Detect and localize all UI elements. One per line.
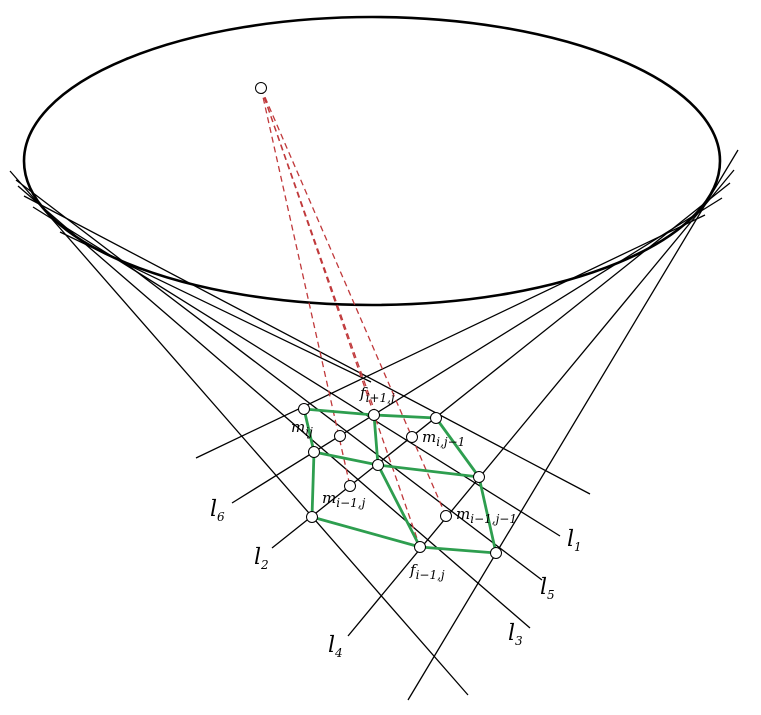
label-l3: l3 (508, 621, 523, 648)
face-node-m-ij (334, 430, 346, 442)
mesh-edge (310, 515, 422, 549)
label-f-bottom: fi−1,j (409, 561, 445, 582)
mesh-edges (302, 407, 498, 555)
tangent-line (23, 195, 591, 495)
label-l1: l1 (567, 527, 582, 554)
mesh-edge (477, 475, 498, 555)
vertex-node (308, 446, 320, 458)
cone-ellipse (22, 15, 722, 307)
mesh-edge (302, 407, 376, 417)
label-m-im1-jm1: mi−1,j−1 (456, 505, 517, 526)
ray (260, 87, 376, 413)
vertex-node (473, 471, 485, 483)
mesh-edge (376, 463, 422, 549)
ray (260, 87, 351, 487)
left-tangent-lines (9, 170, 591, 696)
mesh-edge (302, 407, 316, 454)
tangent-line (407, 149, 739, 701)
mesh-edge (434, 416, 481, 479)
face-node-m-im1-j (344, 480, 356, 492)
vertex-node-f-top (368, 409, 380, 421)
tangent-line (17, 185, 531, 629)
face-node-m-i-jm1 (406, 431, 418, 443)
vertex-node (372, 459, 384, 471)
label-l4: l4 (328, 633, 343, 660)
label-m-im1-j: mi−1,j (322, 489, 366, 510)
mesh-edge (312, 450, 380, 467)
label-l5: l5 (540, 575, 555, 602)
tangent-line (15, 179, 543, 581)
tangent-line (9, 170, 469, 696)
projection-rays (260, 87, 447, 548)
label-m-ij: mij (291, 418, 313, 439)
mesh-edge (310, 450, 316, 519)
vertex-node-f-bottom (414, 541, 426, 553)
label-m-i-jm1: mi,j−1 (422, 428, 465, 449)
tangent-line (271, 182, 731, 549)
mesh-edge (372, 413, 438, 420)
tangent-line (59, 231, 372, 383)
vertex-node (298, 403, 310, 415)
tangent-line (195, 214, 706, 459)
mesh-edge (376, 463, 481, 479)
apex-point (255, 82, 267, 94)
label-l6: l6 (210, 497, 225, 524)
vertex-node (430, 412, 442, 424)
mesh-nodes (298, 403, 502, 559)
label-f-top: fi+1,j (359, 384, 395, 405)
tangent-line (347, 169, 735, 637)
mesh-edge (372, 413, 380, 467)
face-node-m-im1-jm1 (440, 510, 452, 522)
vertex-node (490, 547, 502, 559)
mesh-edge (418, 545, 498, 555)
right-tangent-lines (195, 149, 739, 701)
label-l2: l2 (254, 545, 269, 572)
ray (260, 87, 447, 517)
vertex-node (306, 511, 318, 523)
